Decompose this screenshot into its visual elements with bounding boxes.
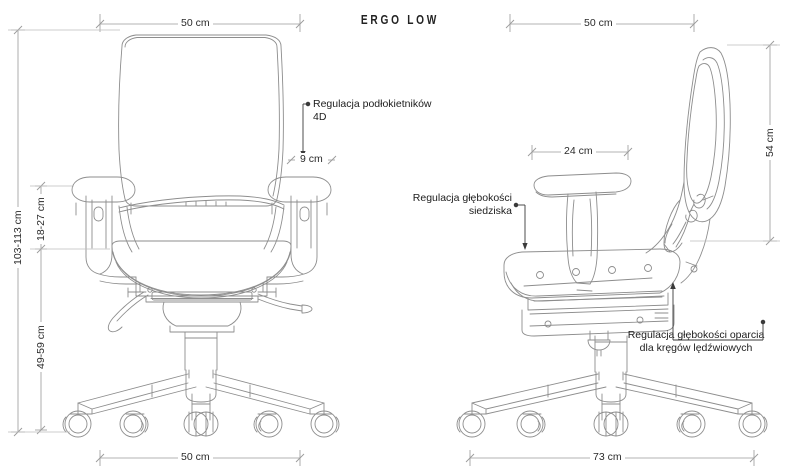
front-seat	[111, 240, 292, 299]
annotation-armrest-line1: Regulacja podłokietników	[313, 98, 432, 110]
dim-label-side-base-width: 73 cm	[590, 451, 625, 463]
leader-lines	[300, 101, 766, 341]
front-back-side-right	[263, 205, 285, 253]
side-backrest	[645, 47, 731, 284]
side-view	[456, 47, 768, 438]
dim-armrest-width	[286, 155, 337, 165]
front-caster-3	[183, 411, 219, 437]
annotation-seat-depth: Regulacja głębokości siedziska	[388, 192, 512, 218]
front-armrest-left	[71, 176, 141, 285]
side-base	[456, 371, 768, 438]
dim-label-front-bottom-width: 50 cm	[178, 451, 213, 463]
dim-label-armrest-height: 18-27 cm	[35, 194, 47, 244]
annotation-armrest-line2: 4D	[313, 111, 327, 123]
leader-armrest	[300, 101, 311, 157]
front-caster-5	[310, 410, 340, 438]
annotation-lumbar-line2: dla kręgów lędźwiowych	[639, 342, 753, 354]
front-base	[62, 369, 340, 438]
dim-label-backrest-height: 54 cm	[764, 125, 776, 160]
front-mechanism	[127, 276, 277, 333]
front-caster-1	[62, 410, 92, 438]
side-mechanism	[521, 292, 675, 357]
leader-lumbar	[670, 282, 766, 341]
side-caster-4	[676, 410, 706, 438]
front-lever-left	[107, 291, 149, 333]
dim-label-total-height: 103-113 cm	[12, 207, 24, 268]
side-caster-5	[738, 410, 768, 438]
dim-label-seat-height: 49-59 cm	[35, 322, 47, 372]
annotation-lumbar: Regulacja głębokości oparcia dla kręgów …	[613, 329, 779, 355]
front-backrest	[118, 34, 285, 213]
front-lever-right	[257, 293, 313, 314]
annotation-seat-depth-line1: Regulacja głębokości	[412, 192, 512, 204]
side-gas-cylinder	[594, 335, 628, 381]
annotation-armrest: Regulacja podłokietników 4D	[313, 98, 432, 124]
leader-seat-depth	[513, 202, 528, 250]
front-gas-cylinder	[184, 331, 218, 379]
page-title: ERGO LOW	[360, 12, 440, 27]
front-view	[62, 34, 340, 438]
side-caster-1	[456, 410, 486, 438]
front-armrest-right	[262, 176, 332, 285]
dim-label-seat-depth: 24 cm	[561, 145, 596, 157]
dim-label-side-top-width: 50 cm	[581, 17, 616, 29]
dim-extension-lines-front	[8, 29, 120, 433]
front-back-side-left	[118, 205, 140, 253]
dim-label-armrest-width: 9 cm	[297, 153, 326, 165]
front-caster-4	[253, 410, 283, 438]
side-seat	[503, 248, 681, 302]
side-caster-3	[593, 411, 629, 437]
annotation-lumbar-line1: Regulacja głębokości oparcia	[627, 329, 765, 341]
dim-label-front-top-width: 50 cm	[178, 17, 213, 29]
side-armrest	[533, 172, 632, 292]
front-caster-2	[119, 410, 149, 438]
side-lumbar-mechanism	[663, 193, 714, 273]
side-caster-2	[516, 410, 546, 438]
annotation-seat-depth-line2: siedziska	[468, 205, 512, 217]
